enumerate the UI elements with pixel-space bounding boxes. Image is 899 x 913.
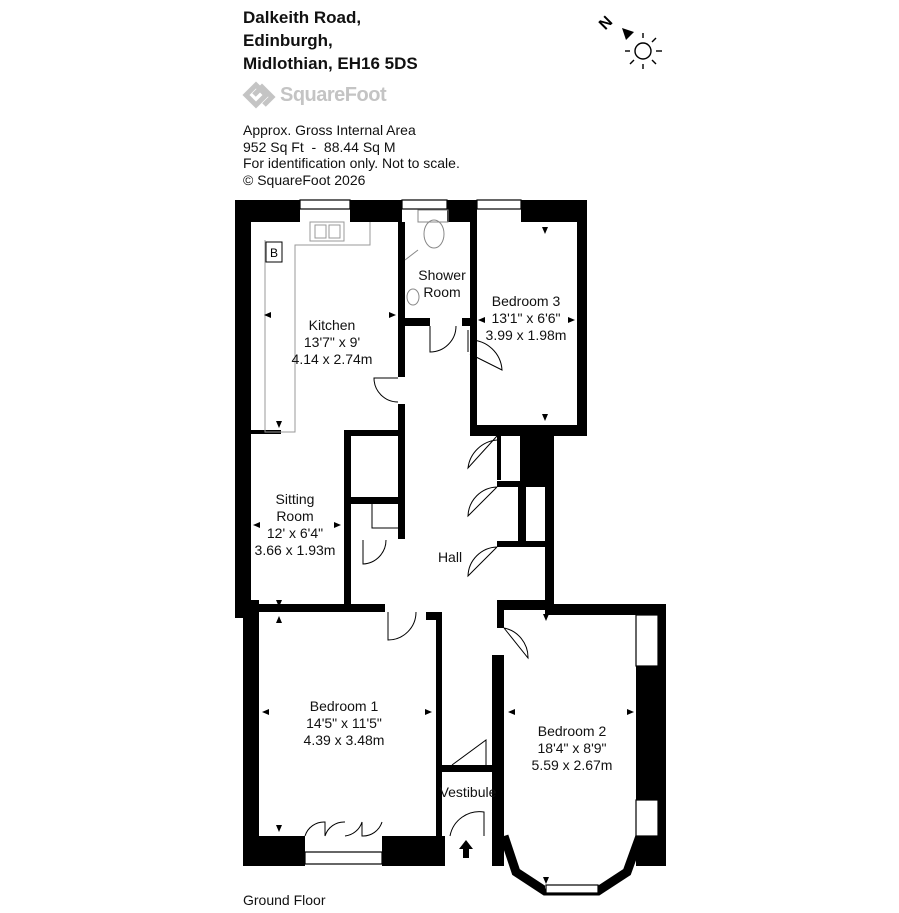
dimension-markers bbox=[253, 227, 634, 884]
bedroom3-metric: 3.99 x 1.98m bbox=[486, 327, 567, 343]
area-info-line-3: For identification only. Not to scale. bbox=[243, 155, 460, 171]
sitting-metric: 3.66 x 1.93m bbox=[255, 542, 336, 558]
floor-label: Ground Floor bbox=[243, 892, 326, 908]
area-info: Approx. Gross Internal Area 952 Sq Ft - … bbox=[243, 122, 460, 188]
kitchen-counters bbox=[264, 221, 371, 433]
boiler-label: B bbox=[270, 246, 278, 260]
compass-sun-icon: N bbox=[596, 13, 662, 69]
shower-line-1: Shower bbox=[418, 267, 466, 283]
exterior-walls bbox=[235, 200, 666, 866]
shower-line-2: Room bbox=[423, 284, 460, 300]
sitting-imperial: 12' x 6'4" bbox=[267, 525, 323, 541]
doors bbox=[304, 325, 529, 837]
bedroom1-imperial: 14'5" x 11'5" bbox=[306, 715, 382, 731]
room-labels: Kitchen 13'7" x 9' 4.14 x 2.74m Shower R… bbox=[255, 267, 613, 800]
copyright: © SquareFoot 2026 bbox=[243, 171, 366, 188]
bedroom1-name: Bedroom 1 bbox=[310, 698, 379, 714]
area-info-line-2: 952 Sq Ft - 88.44 Sq M bbox=[243, 138, 396, 155]
address-line-1: Dalkeith Road, bbox=[243, 8, 362, 27]
shower-fixtures bbox=[404, 209, 449, 306]
bedroom2-metric: 5.59 x 2.67m bbox=[532, 757, 613, 773]
kitchen-name: Kitchen bbox=[309, 317, 356, 333]
entrance-arrow-icon bbox=[459, 840, 473, 858]
property-address: Dalkeith Road, Edinburgh, Midlothian, EH… bbox=[243, 6, 418, 75]
kitchen-metric: 4.14 x 2.74m bbox=[292, 351, 373, 367]
bedroom3-imperial: 13'1" x 6'6" bbox=[492, 310, 561, 326]
squarefoot-logo-icon bbox=[242, 81, 276, 109]
north-label: N bbox=[596, 13, 616, 33]
bedroom3-name: Bedroom 3 bbox=[492, 293, 561, 309]
bedroom1-metric: 4.39 x 3.48m bbox=[304, 732, 385, 748]
kitchen-imperial: 13'7" x 9' bbox=[304, 334, 360, 350]
vestibule-name: Vestibule bbox=[440, 784, 497, 800]
hall-name: Hall bbox=[438, 549, 462, 565]
interior-walls bbox=[251, 222, 545, 866]
brand-logo: SquareFoot bbox=[242, 80, 387, 110]
bedroom2-imperial: 18'4" x 8'9" bbox=[538, 740, 607, 756]
sitting-line-1: Sitting bbox=[276, 491, 315, 507]
windows bbox=[299, 199, 659, 865]
area-info-line-1: Approx. Gross Internal Area bbox=[243, 122, 416, 138]
bedroom2-name: Bedroom 2 bbox=[538, 723, 607, 739]
bay-window bbox=[499, 834, 645, 896]
brand-name: SquareFoot bbox=[280, 83, 387, 106]
address-line-3: Midlothian, EH16 5DS bbox=[243, 54, 418, 73]
sitting-line-2: Room bbox=[276, 508, 313, 524]
address-line-2: Edinburgh, bbox=[243, 31, 333, 50]
